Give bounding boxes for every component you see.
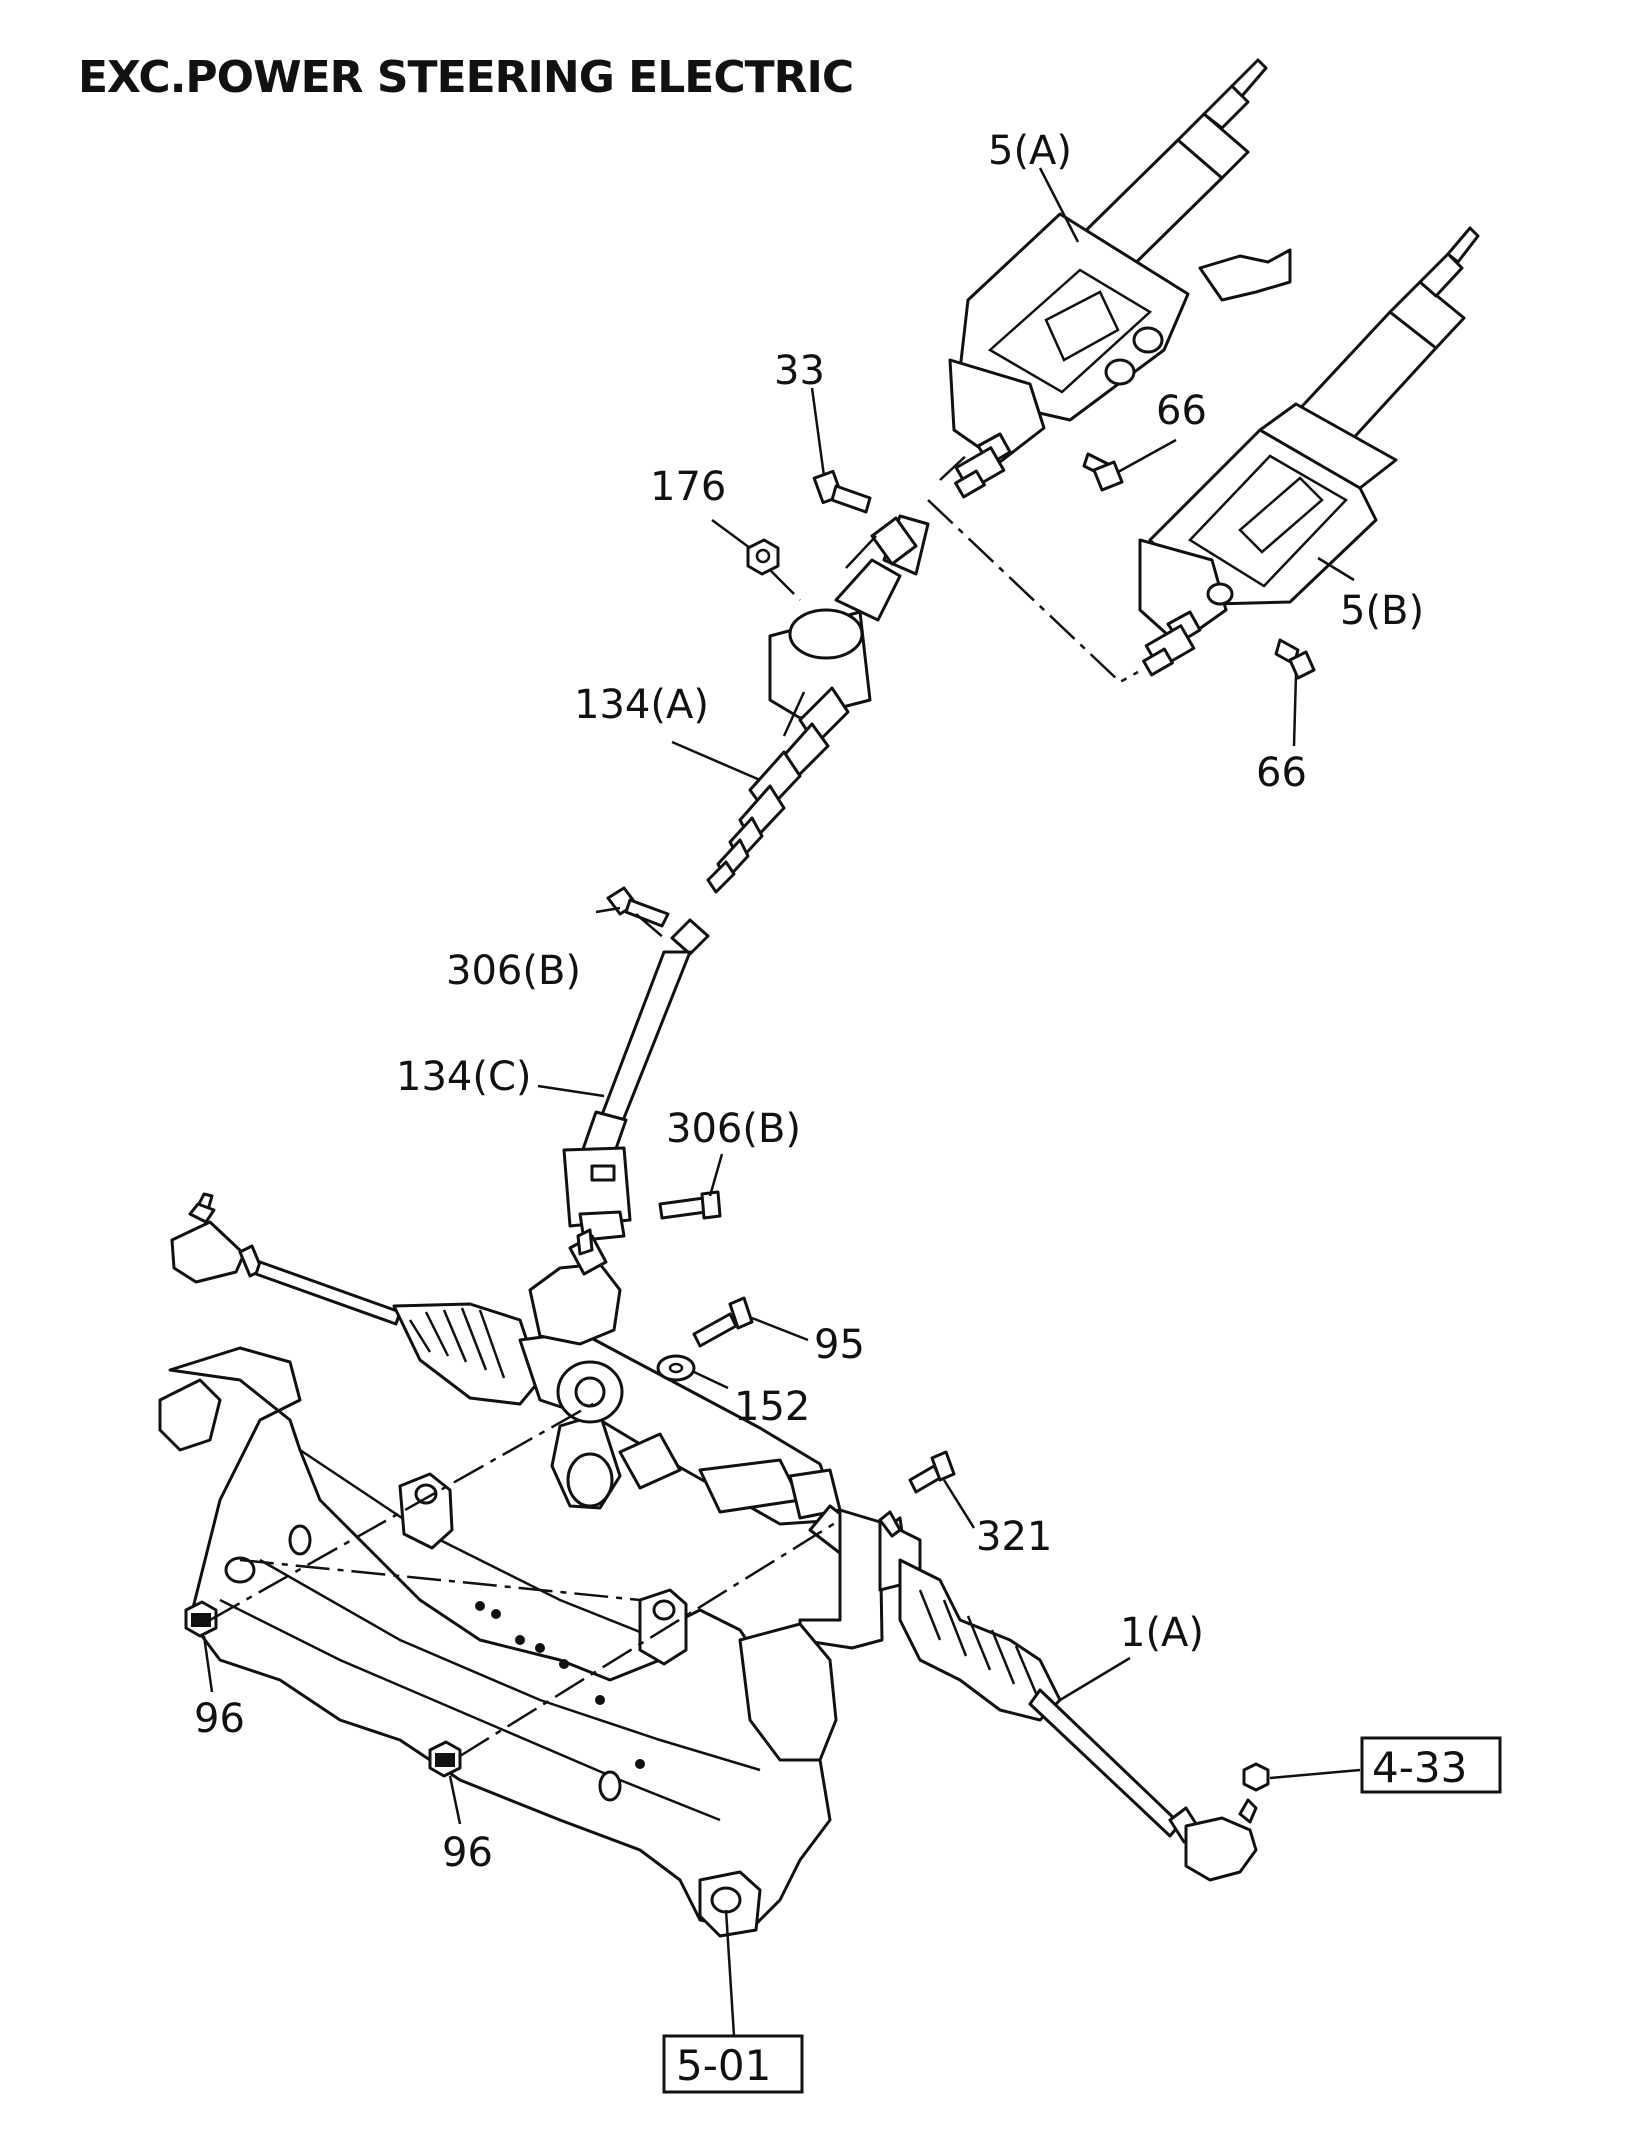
callout-321: 321 [976, 1514, 1052, 1560]
bolt-306b-upper [606, 886, 670, 928]
callout-96-bottom: 96 [442, 1830, 493, 1876]
callout-306b-upper: 306(B) [446, 948, 581, 994]
callout-96-left: 96 [194, 1696, 245, 1742]
bolt-66-top [1082, 452, 1124, 492]
bolt-33 [812, 469, 872, 514]
ref-box-4-33[interactable]: 4-33 [1360, 1736, 1502, 1794]
nut-176 [746, 538, 780, 576]
bolt-321 [908, 1450, 956, 1494]
intermediate-shaft-c [562, 918, 710, 1242]
nut-96-bottom [428, 1740, 462, 1778]
nut-tie-rod [1242, 1762, 1270, 1792]
callout-134c: 134(C) [396, 1054, 532, 1100]
callout-1a: 1(A) [1120, 1610, 1204, 1656]
callout-5a: 5(A) [988, 128, 1072, 174]
steering-column-b [1138, 226, 1480, 677]
callout-176: 176 [650, 464, 726, 510]
callout-306b-lower: 306(B) [666, 1106, 801, 1152]
intermediate-shaft-a [706, 514, 930, 894]
steering-rack [170, 1192, 1258, 1882]
steering-column-a [948, 58, 1292, 499]
washer-152 [656, 1354, 696, 1382]
callout-5b: 5(B) [1340, 588, 1424, 634]
ref-5-01-label: 5-01 [676, 2041, 771, 2090]
callout-134a: 134(A) [574, 682, 709, 728]
callout-152: 152 [734, 1384, 810, 1430]
page-title: EXC.POWER STEERING ELECTRIC [78, 52, 854, 103]
leader-lines [202, 167, 1361, 2037]
bolt-306b-lower [658, 1190, 722, 1220]
callout-95: 95 [814, 1322, 865, 1368]
bolt-95 [692, 1296, 754, 1348]
ref-box-5-01[interactable]: 5-01 [662, 2034, 804, 2094]
callout-66-top: 66 [1156, 388, 1207, 434]
bolt-66-bottom [1274, 638, 1316, 680]
assembly-lines [209, 451, 1139, 1758]
callout-33: 33 [774, 348, 825, 394]
callout-66-bottom: 66 [1256, 750, 1307, 796]
ref-4-33-label: 4-33 [1372, 1743, 1467, 1792]
front-crossmember [158, 1346, 838, 1938]
nut-96-left [184, 1600, 218, 1638]
